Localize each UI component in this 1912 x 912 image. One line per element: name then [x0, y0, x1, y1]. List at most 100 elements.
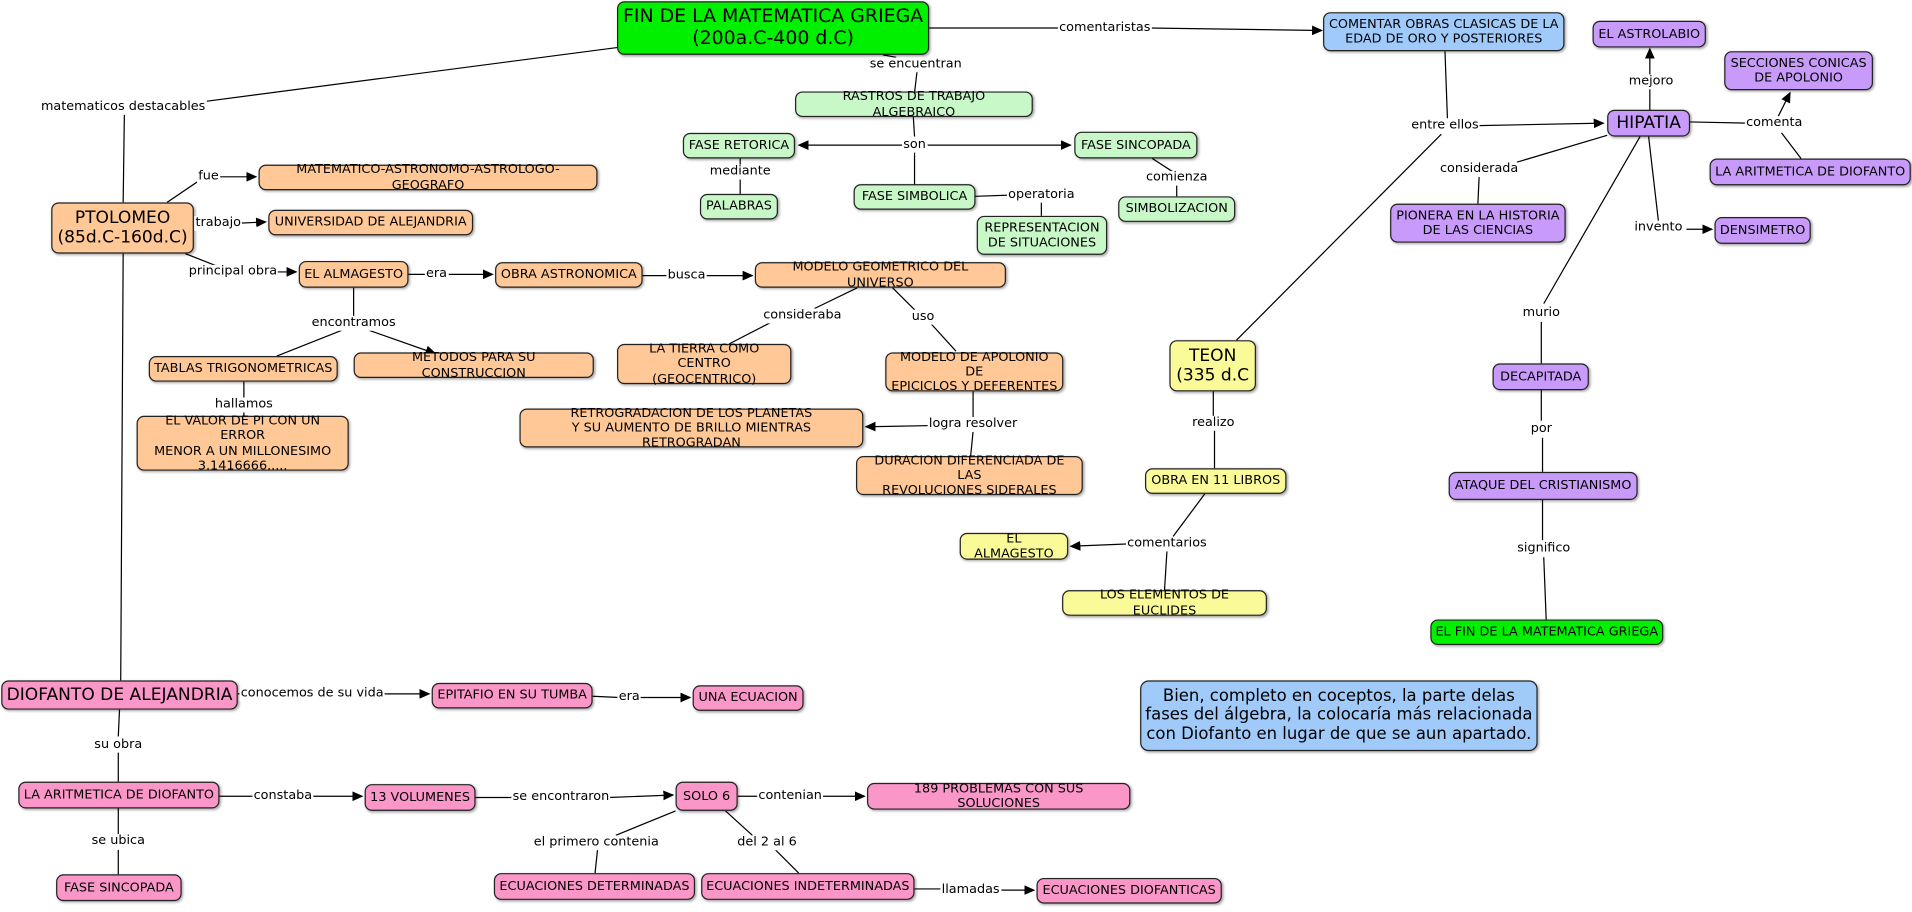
arrow-line: [369, 329, 437, 355]
link-label-son: son: [902, 136, 928, 153]
obra-astronomica-node[interactable]: OBRA ASTRONOMICA: [495, 262, 643, 288]
densimetro-node[interactable]: DENSIMETRO: [1714, 217, 1811, 244]
link-label-su-obra: su obra: [93, 736, 144, 753]
link-label-significo: significo: [1516, 540, 1572, 556]
link-label-comentaristas: comentaristas: [1057, 19, 1152, 36]
link-label-uso: uso: [910, 308, 936, 325]
link-line: [197, 46, 618, 104]
link-line: [1163, 551, 1168, 591]
link-label-mediante: mediante: [708, 163, 772, 179]
modelo-apolonio-node[interactable]: MODELO DE APOLONIO DE EPICICLOS Y DEFERE…: [885, 350, 1064, 394]
title-node[interactable]: FIN DE LA MATEMATICA GRIEGA (200a.C-400 …: [617, 1, 930, 55]
epitafio-node[interactable]: EPITAFIO EN SU TUMBA: [431, 682, 593, 709]
link-label-principal-obra: principal obra: [187, 263, 279, 279]
link-label-encontramos: encontramos: [310, 314, 397, 331]
comentar-obras-node[interactable]: COMENTAR OBRAS CLASICAS DE LA EDAD DE OR…: [1323, 12, 1565, 52]
aritmetica-diofanto-hipatia-node[interactable]: LA ARITMETICA DE DIOFANTO: [1709, 158, 1911, 186]
elementos-euclides-node[interactable]: LOS ELEMENTOS DE EUCLIDES: [1062, 588, 1267, 618]
pionera-node[interactable]: PIONERA EN LA HISTORIA DE LAS CIENCIAS: [1390, 203, 1566, 243]
link-line: [594, 849, 599, 874]
link-line: [276, 329, 342, 357]
link-label-murio: murio: [1521, 305, 1562, 321]
link-label-busca: busca: [666, 267, 707, 283]
problemas-189-node[interactable]: 189 PROBLEMAS CON SUS SOLUCIONES: [866, 782, 1131, 811]
link-line: [592, 695, 620, 699]
fase-retorica-node[interactable]: FASE RETORICA: [682, 132, 796, 159]
arrow-line: [1148, 25, 1324, 36]
fase-sincopada-bottom-node[interactable]: FASE SINCOPADA: [56, 874, 182, 902]
astrolabio-node[interactable]: EL ASTROLABIO: [1592, 20, 1706, 48]
simbolizacion-node[interactable]: SIMBOLIZACION: [1118, 196, 1236, 222]
link-line: [120, 253, 124, 681]
link-label-operatoria: operatoria: [1006, 186, 1076, 203]
link-line: [975, 194, 1010, 197]
link-label-por: por: [1529, 420, 1554, 437]
link-label-realizo: realizo: [1190, 414, 1236, 431]
link-label-era: era: [424, 266, 449, 282]
link-line: [1477, 176, 1480, 204]
arrow-line: [240, 217, 268, 228]
link-line: [1648, 136, 1659, 221]
link-label-mejoro: mejoro: [1627, 73, 1675, 89]
trece-volumenes-node[interactable]: 13 VOLUMENES: [364, 784, 476, 811]
secciones-conicas-node[interactable]: SECCIONES CONICAS DE APOLONIO: [1724, 51, 1873, 91]
aritmetica-diofanto-node[interactable]: LA ARITMETICA DE DIOFANTO: [18, 781, 220, 809]
link-line: [1444, 51, 1449, 119]
almagesto-teon-node[interactable]: EL ALMAGESTO: [959, 532, 1069, 561]
obra-11-libros-node[interactable]: OBRA EN 11 LIBROS: [1145, 468, 1287, 494]
link-line: [931, 323, 957, 352]
duracion-node[interactable]: DURACION DIFERENCIADA DE LAS REVOLUCIONE…: [856, 453, 1083, 498]
arrow-line: [1477, 118, 1605, 129]
metodos-construccion-node[interactable]: METODOS PARA SU CONSTRUCCION: [353, 350, 594, 380]
modelo-geometrico-node[interactable]: MODELO GEOMETRICO DEL UNIVERSO: [754, 260, 1006, 290]
fase-sincopada-top-node[interactable]: FASE SINCOPADA: [1074, 131, 1198, 159]
decapitada-node[interactable]: DECAPITADA: [1492, 363, 1589, 391]
arrow-line: [1777, 91, 1791, 118]
tablas-trigonometricas-node[interactable]: TABLAS TRIGONOMETRICAS: [148, 356, 338, 382]
representacion-node[interactable]: REPRESENTACION DE SITUACIONES: [976, 215, 1108, 255]
link-label-logra-resolver: logra resolver: [927, 416, 1019, 432]
fase-simbolica-node[interactable]: FASE SIMBOLICA: [853, 184, 976, 210]
link-line: [1151, 158, 1174, 173]
link-label-se-ubica: se ubica: [90, 833, 147, 849]
ataque-cristianismo-node[interactable]: ATAQUE DEL CRISTIANISMO: [1448, 471, 1638, 500]
teon-node[interactable]: TEON (335 d.C: [1169, 340, 1256, 392]
arrow-line: [1069, 541, 1130, 551]
link-label-comentarios: comentarios: [1125, 535, 1208, 551]
universidad-node[interactable]: UNIVERSIDAD DE ALEJANDRIA: [268, 209, 474, 236]
link-label-se-encuentran: se encuentran: [868, 56, 963, 72]
fin-matematica-node[interactable]: EL FIN DE LA MATEMATICA GRIEGA: [1430, 619, 1664, 646]
retrogradacion-node[interactable]: RETROGRADACION DE LOS PLANETAS Y SU AUME…: [519, 406, 864, 450]
link-label-llamadas: llamadas: [940, 881, 1001, 898]
ecuaciones-determinadas-node[interactable]: ECUACIONES DETERMINADAS: [493, 873, 696, 900]
tierra-centro-node[interactable]: LA TIERRA COMO CENTRO (GEOCENTRICO): [617, 342, 792, 386]
solo-6-node[interactable]: SOLO 6: [675, 781, 738, 811]
hipatia-node[interactable]: HIPATIA: [1607, 109, 1691, 137]
link-line: [1543, 136, 1641, 304]
link-line: [775, 849, 800, 874]
matematico-astronomo-node[interactable]: MATEMATICO-ASTRONOMO-ASTROLOGO-GEOGRAFO: [258, 163, 598, 192]
palabras-node[interactable]: PALABRAS: [699, 193, 778, 220]
link-label-del-2-al-6: del 2 al 6: [736, 834, 798, 850]
link-line: [882, 54, 897, 58]
link-line: [1781, 132, 1802, 159]
almagesto-node[interactable]: EL ALMAGESTO: [298, 260, 409, 288]
ecuaciones-diofanticas-node[interactable]: ECUACIONES DIOFANTICAS: [1036, 877, 1222, 904]
link-line: [185, 253, 220, 268]
arrow-line: [608, 790, 675, 801]
link-line: [892, 287, 915, 311]
link-label-considerada: considerada: [1438, 161, 1520, 177]
link-line: [913, 71, 918, 93]
ptolomeo-node[interactable]: PTOLOMEO (85d.C-160d.C): [51, 202, 194, 254]
diofanto-node[interactable]: DIOFANTO DE ALEJANDRIA: [1, 680, 238, 710]
link-line: [1172, 493, 1206, 537]
ecuaciones-indeterminadas-node[interactable]: ECUACIONES INDETERMINADAS: [701, 873, 915, 900]
link-line: [970, 431, 974, 457]
link-label-fue: fue: [197, 168, 220, 184]
rastros-node[interactable]: RASTROS DE TRABAJO ALGEBRAICO: [795, 90, 1033, 119]
link-line: [122, 113, 125, 203]
valor-pi-node[interactable]: EL VALOR DE PI CON UN ERROR MENOR A UN M…: [136, 414, 349, 473]
link-line: [615, 810, 676, 836]
una-ecuacion-node[interactable]: UNA ECUACION: [692, 685, 804, 711]
